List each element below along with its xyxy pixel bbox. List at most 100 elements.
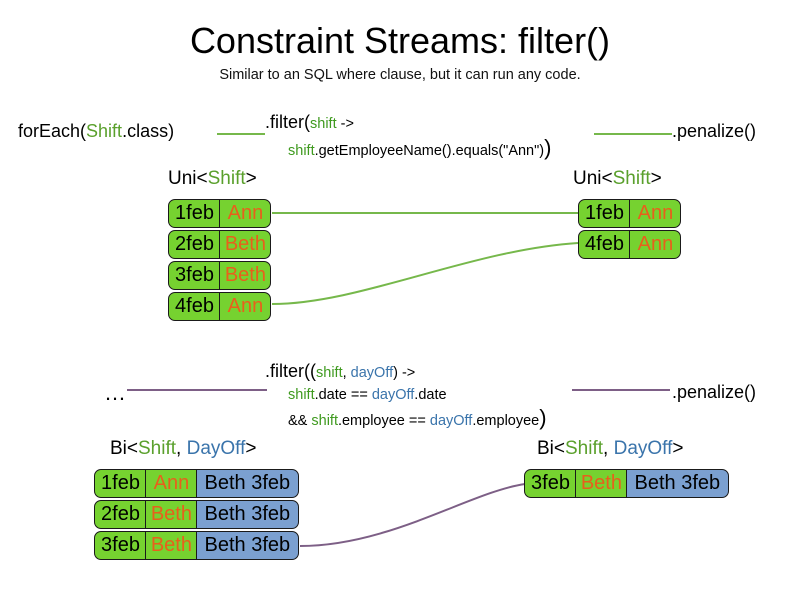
- page-subtitle: Similar to an SQL where clause, but it c…: [219, 67, 581, 83]
- bi-filter-line3: && shift.employee == dayOff.employee): [288, 407, 547, 430]
- cell-dayoff: Beth 3feb: [625, 469, 729, 498]
- connector-uni-row4: [271, 242, 579, 305]
- bi-filter-open: .filter((: [265, 361, 316, 381]
- uni-filter-param: shift: [310, 116, 337, 132]
- uni-left-type-label: Uni<Shift>: [168, 168, 257, 190]
- uni-filter-line1: .filter(shift ->: [265, 112, 354, 133]
- cell-employee: Ann: [629, 230, 682, 259]
- bi-filter-l3-field: .employee: [472, 413, 540, 429]
- bi-filter-line2: shift.date == dayOff.date: [288, 386, 447, 404]
- uni-right-type-label: Uni<Shift>: [573, 168, 662, 190]
- bi-filter-param2: dayOff: [350, 365, 394, 381]
- bi-filter-l3-dayoff: dayOff: [429, 413, 473, 429]
- uni-filter-close: ): [544, 135, 552, 160]
- bi-filter-l2-op: .date ==: [314, 387, 372, 403]
- cell-dayoff: Beth 3feb: [195, 469, 299, 498]
- cell-employee: Beth: [219, 261, 272, 290]
- foreach-expression: forEach(Shift.class): [18, 121, 174, 142]
- bi-source-ellipsis: …: [104, 380, 128, 405]
- bi-filter-paren: ): [393, 365, 398, 381]
- bi-left-label-prefix: Bi<: [110, 438, 138, 459]
- bi-left-label-type1: Shift: [138, 438, 177, 459]
- bi-right-tuple-list: 3feb Beth Beth 3feb: [524, 469, 729, 498]
- cell-dayoff: Beth 3feb: [195, 500, 299, 529]
- cell-date: 4feb: [168, 292, 221, 321]
- cell-employee: Beth: [145, 531, 198, 560]
- uni-filter-arrow: ->: [336, 116, 354, 132]
- page-title: Constraint Streams: filter(): [189, 20, 611, 61]
- cell-date: 2feb: [94, 500, 147, 529]
- uni-right-label-type: Shift: [612, 168, 651, 189]
- table-row[interactable]: 3feb Beth Beth 3feb: [94, 531, 299, 560]
- bi-filter-l2-shift: shift: [288, 387, 315, 403]
- bi-left-label-comma: ,: [176, 438, 187, 459]
- cell-date: 3feb: [168, 261, 221, 290]
- uni-left-label-prefix: Uni<: [168, 168, 208, 189]
- bi-filter-l3-and: &&: [288, 413, 312, 429]
- table-row[interactable]: 3feb Beth Beth 3feb: [524, 469, 729, 498]
- bi-right-label-comma: ,: [603, 438, 614, 459]
- connector-filter-penalize: [594, 133, 672, 135]
- cell-employee: Ann: [219, 199, 272, 228]
- bi-filter-line1: .filter((shift, dayOff) ->: [265, 361, 415, 382]
- bi-filter-param1: shift: [316, 365, 343, 381]
- bi-left-type-label: Bi<Shift, DayOff>: [110, 438, 256, 460]
- uni-filter-rest: .getEmployeeName().equals("Ann"): [314, 143, 545, 159]
- bi-left-tuple-list: 1feb Ann Beth 3feb 2feb Beth Beth 3feb 3…: [94, 469, 299, 560]
- bi-left-label-suffix: >: [245, 438, 257, 459]
- table-row[interactable]: 1feb Ann Beth 3feb: [94, 469, 299, 498]
- table-row[interactable]: 2feb Beth Beth 3feb: [94, 500, 299, 529]
- table-row[interactable]: 1feb Ann: [578, 199, 682, 228]
- bi-right-type-label: Bi<Shift, DayOff>: [537, 438, 683, 460]
- cell-employee: Beth: [145, 500, 198, 529]
- bi-filter-l3-op: .employee ==: [337, 413, 430, 429]
- bi-filter-l2-dayoff: dayOff: [371, 387, 415, 403]
- cell-date: 1feb: [94, 469, 147, 498]
- cell-date: 3feb: [94, 531, 147, 560]
- bi-left-label-type2: DayOff: [186, 438, 246, 459]
- uni-filter-line2: shift.getEmployeeName().equals("Ann")): [288, 137, 551, 160]
- cell-employee: Beth: [219, 230, 272, 259]
- table-row[interactable]: 1feb Ann: [168, 199, 272, 228]
- uni-left-label-suffix: >: [245, 168, 257, 189]
- table-row[interactable]: 4feb Ann: [168, 292, 272, 321]
- bi-right-label-prefix: Bi<: [537, 438, 565, 459]
- connector-filter-penalize-bi: [572, 389, 670, 391]
- cell-date: 3feb: [524, 469, 577, 498]
- bi-penalize: .penalize(): [672, 382, 757, 402]
- uni-penalize: .penalize(): [672, 121, 757, 141]
- bi-right-label-suffix: >: [672, 438, 684, 459]
- bi-filter-comma: ,: [342, 365, 351, 381]
- cell-employee: Ann: [629, 199, 682, 228]
- connector-source-filter-bi: [127, 389, 267, 391]
- uni-left-label-type: Shift: [207, 168, 246, 189]
- cell-employee: Ann: [145, 469, 198, 498]
- foreach-type: Shift: [86, 121, 123, 141]
- cell-date: 2feb: [168, 230, 221, 259]
- table-row[interactable]: 3feb Beth: [168, 261, 272, 290]
- foreach-prefix: forEach(: [18, 121, 87, 141]
- uni-right-label-suffix: >: [650, 168, 662, 189]
- cell-date: 4feb: [578, 230, 631, 259]
- table-row[interactable]: 4feb Ann: [578, 230, 682, 259]
- connector-bi-row3: [299, 483, 526, 547]
- connector-foreach-filter: [217, 133, 265, 135]
- cell-employee: Beth: [575, 469, 628, 498]
- cell-dayoff: Beth 3feb: [195, 531, 299, 560]
- table-row[interactable]: 2feb Beth: [168, 230, 272, 259]
- bi-filter-l3-close: ): [539, 405, 547, 430]
- uni-right-label-prefix: Uni<: [573, 168, 613, 189]
- uni-filter-open: .filter(: [265, 112, 310, 132]
- bi-right-label-type1: Shift: [565, 438, 604, 459]
- foreach-suffix: .class): [122, 121, 175, 141]
- uni-filter-obj: shift: [288, 143, 315, 159]
- cell-date: 1feb: [578, 199, 631, 228]
- cell-employee: Ann: [219, 292, 272, 321]
- uni-left-tuple-list: 1feb Ann 2feb Beth 3feb Beth 4feb Ann: [168, 199, 272, 321]
- bi-filter-l3-shift: shift: [311, 413, 338, 429]
- bi-filter-arrow: ->: [397, 365, 416, 381]
- bi-right-label-type2: DayOff: [613, 438, 673, 459]
- uni-right-tuple-list: 1feb Ann 4feb Ann: [578, 199, 682, 259]
- cell-date: 1feb: [168, 199, 221, 228]
